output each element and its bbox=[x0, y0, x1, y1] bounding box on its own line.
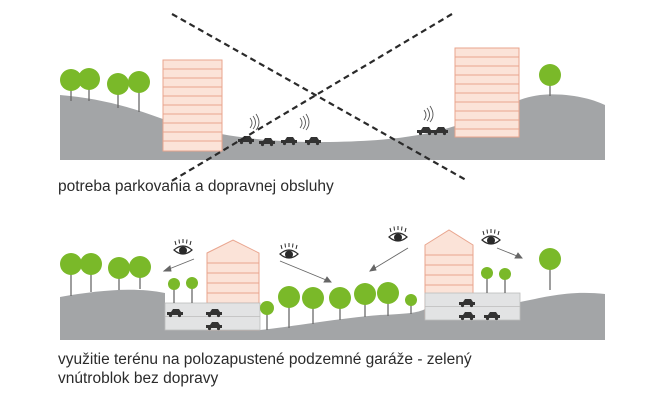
tree-icon bbox=[377, 282, 399, 316]
eye-icon bbox=[388, 225, 408, 243]
view-arrow-icon bbox=[162, 247, 523, 283]
eye-icon bbox=[279, 242, 299, 260]
cross-out-icon bbox=[169, 13, 467, 183]
tree-icon bbox=[60, 69, 82, 101]
caption-bottom-line2: vnútroblok bez dopravy bbox=[58, 370, 219, 387]
sound-wave-icon bbox=[249, 113, 260, 131]
tree-icon bbox=[302, 287, 324, 324]
building-top-right bbox=[454, 47, 520, 138]
tree-icon bbox=[108, 257, 130, 290]
tree-icon bbox=[354, 283, 376, 317]
building-top-left bbox=[162, 59, 223, 152]
tree-icon bbox=[186, 277, 198, 303]
caption-bottom-line1: využitie terénu na polozapustené podzemn… bbox=[58, 351, 472, 368]
panel-bottom bbox=[60, 225, 605, 340]
tree-icon bbox=[278, 286, 300, 328]
caption-top: potreba parkovania a dopravnej obsluhy bbox=[58, 178, 334, 195]
eye-icon bbox=[173, 238, 193, 256]
tree-icon bbox=[329, 287, 351, 320]
tree-icon bbox=[539, 64, 561, 96]
tree-icon bbox=[129, 256, 151, 289]
caption-bottom: využitie terénu na polozapustené podzemn… bbox=[58, 350, 618, 388]
eye-icon bbox=[481, 228, 501, 246]
tree-icon bbox=[499, 268, 511, 293]
tree-icon bbox=[128, 71, 150, 112]
terrain-bottom bbox=[60, 289, 605, 340]
tree-icon bbox=[107, 73, 129, 108]
tree-icon bbox=[260, 301, 274, 330]
panel-top bbox=[60, 13, 605, 183]
sound-wave-icon bbox=[299, 113, 310, 131]
tree-icon bbox=[168, 278, 180, 303]
tree-icon bbox=[80, 253, 102, 292]
tree-icon bbox=[405, 294, 417, 314]
tree-icon bbox=[78, 68, 100, 101]
sound-wave-icon bbox=[423, 105, 434, 123]
tree-icon bbox=[539, 248, 561, 290]
tree-icon bbox=[60, 253, 82, 296]
tree-icon bbox=[481, 267, 493, 293]
